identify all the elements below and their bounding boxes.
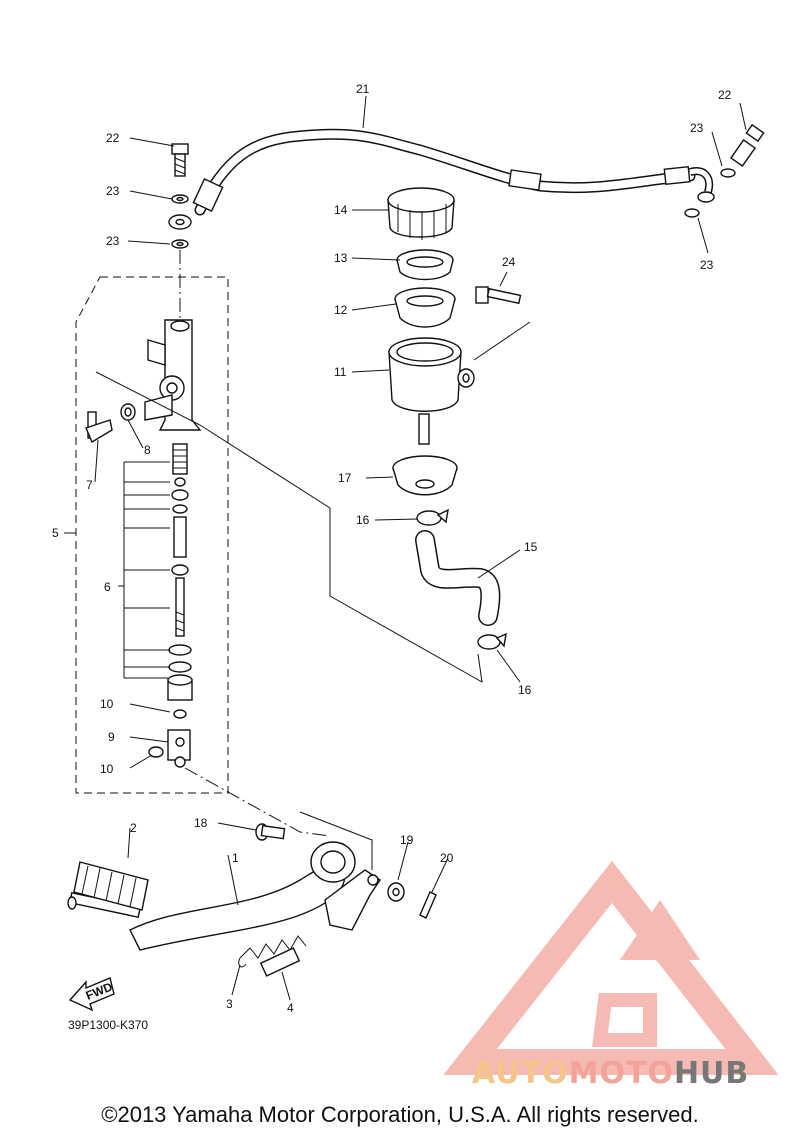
ref-line-bolt24 bbox=[473, 321, 531, 361]
hose-clip-lower bbox=[477, 632, 507, 650]
assembly-5-box bbox=[75, 276, 229, 794]
part-label: 9 bbox=[108, 730, 115, 744]
part-label: 16 bbox=[518, 683, 532, 697]
ref-line-clevis bbox=[184, 767, 331, 837]
watermark-auto: AUTO bbox=[472, 1056, 569, 1091]
part-label: 16 bbox=[356, 513, 370, 527]
left-banjo-bolt bbox=[168, 143, 192, 320]
part-label: 20 bbox=[440, 851, 454, 865]
part-label: 22 bbox=[106, 131, 120, 145]
right-banjo-bolt bbox=[684, 123, 765, 218]
washer bbox=[387, 882, 405, 902]
master-cylinder bbox=[144, 319, 202, 431]
watermark-logo bbox=[443, 860, 779, 1075]
part-labels: 1 2 3 4 5 6 7 8 9 10 10 11 12 13 14 15 1… bbox=[52, 82, 732, 1015]
clevis-pin bbox=[255, 823, 286, 841]
clevis bbox=[148, 729, 191, 768]
part-label: 1 bbox=[232, 851, 239, 865]
part-label: 13 bbox=[334, 251, 348, 265]
part-label: 6 bbox=[104, 580, 111, 594]
part-label: 24 bbox=[502, 255, 516, 269]
diagram-code: 39P1300-K370 bbox=[68, 1018, 149, 1032]
part-label: 23 bbox=[690, 121, 704, 135]
part-label: 7 bbox=[86, 478, 93, 492]
hose-clip-upper bbox=[416, 508, 449, 526]
part-label: 12 bbox=[334, 303, 348, 317]
brake-hose bbox=[192, 128, 713, 216]
part-label: 23 bbox=[106, 184, 120, 198]
fwd-arrow-icon: FWD bbox=[68, 977, 115, 1012]
piston-kit bbox=[167, 443, 193, 719]
watermark-hub: HUB bbox=[673, 1056, 750, 1091]
ref-line-pedal bbox=[299, 811, 373, 870]
part-label: 10 bbox=[100, 697, 114, 711]
part-label: 22 bbox=[718, 88, 732, 102]
part-label: 14 bbox=[334, 203, 348, 217]
part-label: 2 bbox=[130, 821, 137, 835]
reservoir-cap bbox=[387, 187, 455, 240]
bleed-screw bbox=[85, 403, 136, 444]
part-label: 10 bbox=[100, 762, 114, 776]
part-label: 11 bbox=[334, 365, 347, 379]
cotter-pin bbox=[419, 891, 437, 919]
reservoir-bolt bbox=[475, 286, 522, 305]
watermark-text: AUTOMOTOHUB bbox=[472, 1056, 749, 1091]
part-label: 15 bbox=[524, 540, 538, 554]
collar bbox=[259, 947, 301, 977]
part-label: 4 bbox=[287, 1001, 294, 1015]
part-label: 3 bbox=[226, 997, 233, 1011]
copyright-text: ©2013 Yamaha Motor Corporation, U.S.A. A… bbox=[101, 1102, 699, 1127]
ref-line-hose bbox=[95, 371, 483, 683]
part-label: 18 bbox=[194, 816, 208, 830]
part-label: 23 bbox=[106, 234, 120, 248]
diaphragm-plate bbox=[396, 249, 454, 281]
part-label: 23 bbox=[700, 258, 714, 272]
pedal-rubber bbox=[73, 861, 149, 911]
brake-pedal bbox=[67, 841, 381, 951]
part-label: 19 bbox=[400, 833, 414, 847]
part-label: 21 bbox=[356, 82, 370, 96]
part-label: 8 bbox=[144, 443, 151, 457]
diaphragm bbox=[394, 287, 456, 328]
reservoir-boot bbox=[392, 455, 458, 496]
bracket-6 bbox=[118, 461, 170, 679]
watermark-moto: MOTO bbox=[568, 1056, 674, 1091]
part-label: 5 bbox=[52, 526, 59, 540]
reservoir bbox=[388, 337, 475, 445]
part-label: 17 bbox=[338, 471, 352, 485]
